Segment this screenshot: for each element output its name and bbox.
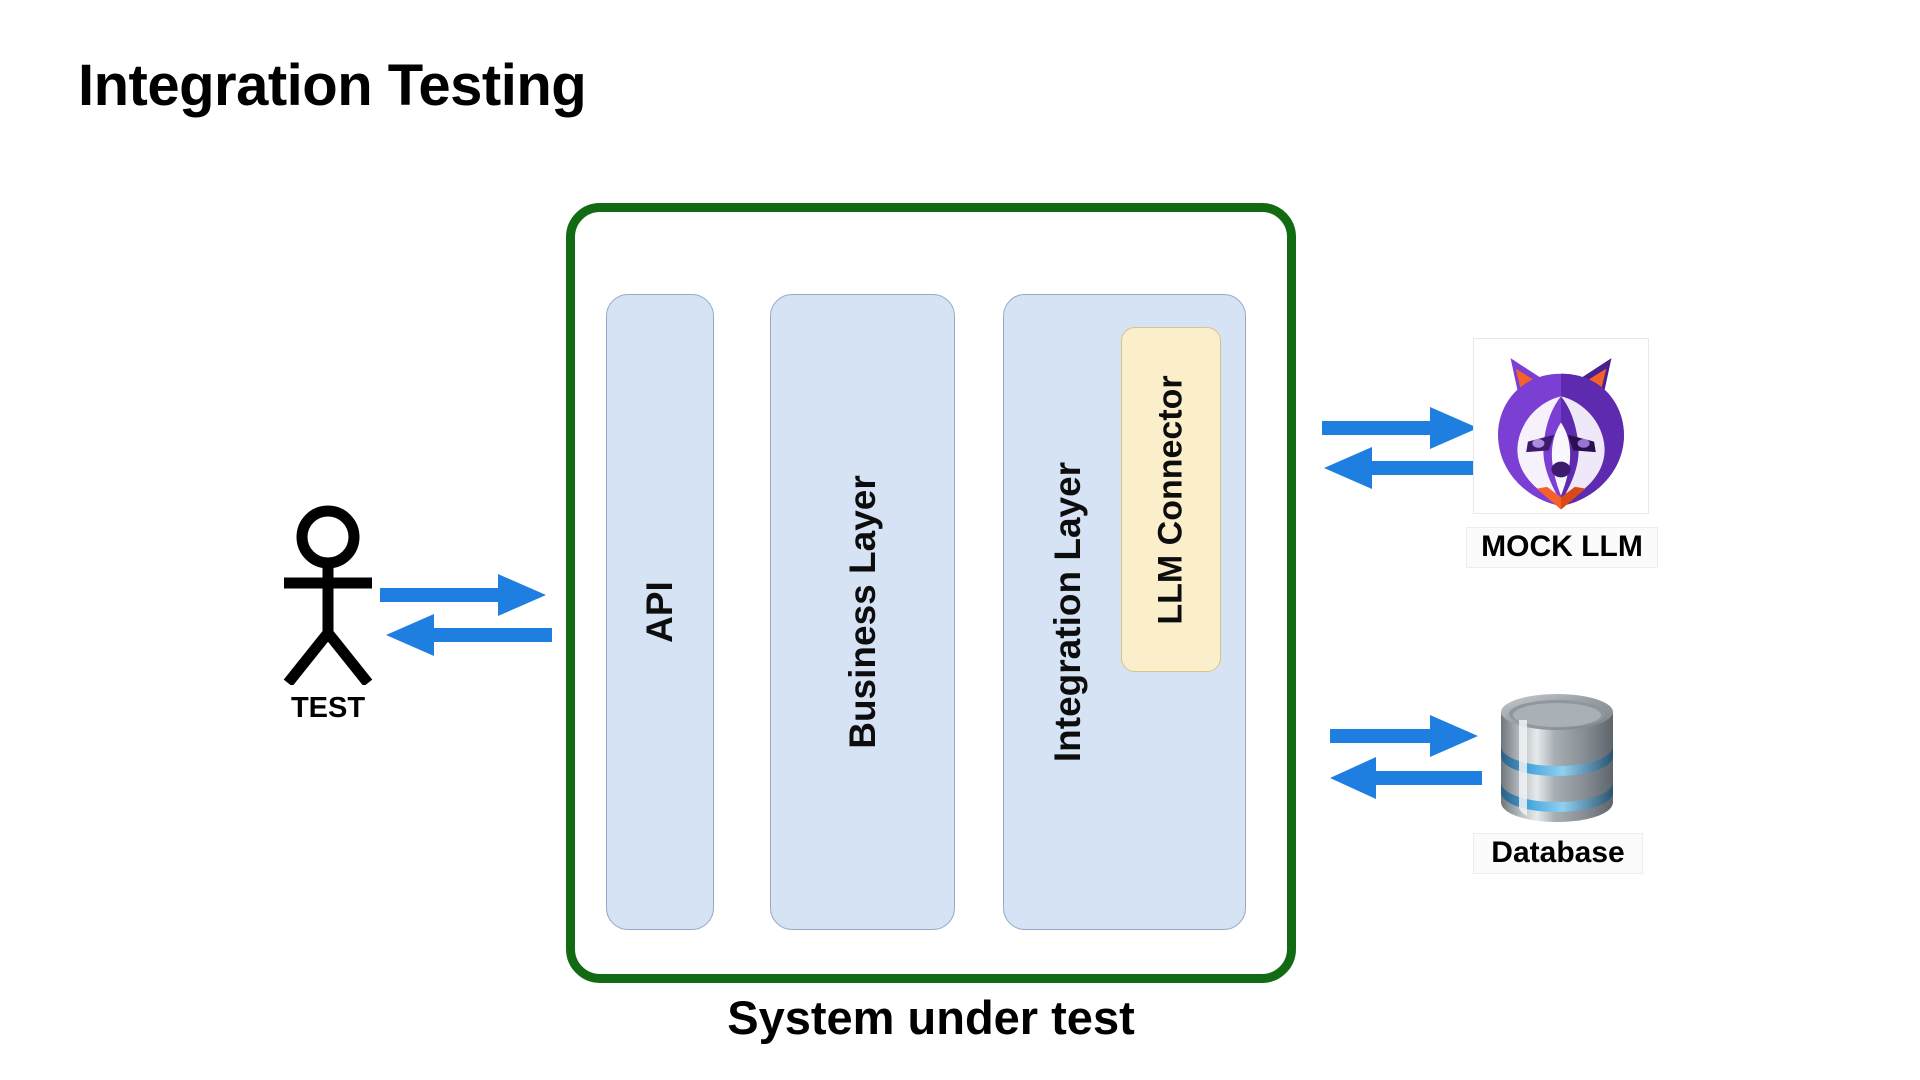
layer-label-business: Business Layer bbox=[841, 475, 883, 749]
mock-llm-icon bbox=[1473, 338, 1649, 514]
connection-sut-to-database bbox=[1330, 715, 1482, 805]
layer-box-api[interactable]: API bbox=[606, 294, 714, 930]
actor-test-label: TEST bbox=[290, 692, 366, 724]
layer-label-integration: Integration Layer bbox=[1047, 461, 1088, 763]
database-label: Database bbox=[1473, 833, 1643, 874]
connection-sut-to-mock-llm bbox=[1322, 405, 1482, 495]
llm-connector-label: LLM Connector bbox=[1151, 374, 1190, 625]
layer-label-api: API bbox=[639, 581, 680, 643]
llm-connector-box[interactable]: LLM Connector bbox=[1121, 327, 1221, 672]
stick-figure-icon bbox=[268, 505, 388, 685]
connection-test-to-sut bbox=[380, 570, 552, 660]
page-title: Integration Testing bbox=[78, 53, 587, 118]
mock-llm-label: MOCK LLM bbox=[1466, 527, 1658, 568]
system-under-test-caption: System under test bbox=[727, 991, 1135, 1044]
database-cylinder-icon bbox=[1487, 690, 1627, 826]
layer-box-business[interactable]: Business Layer bbox=[770, 294, 955, 930]
